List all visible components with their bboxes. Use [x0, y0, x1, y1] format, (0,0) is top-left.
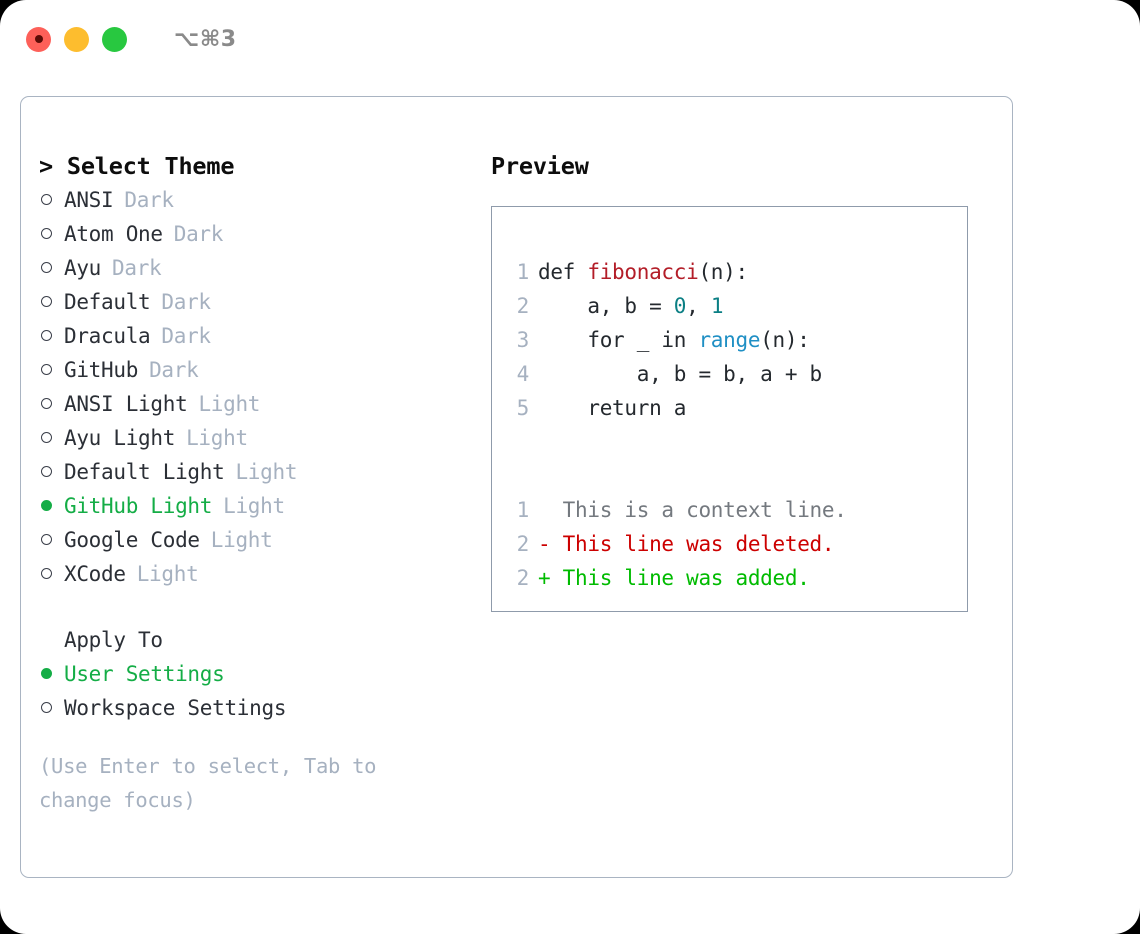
- keyboard-hint-text: (Use Enter to select, Tab to change focu…: [39, 754, 377, 812]
- preview-code-box: 1 def fibonacci(n): 2 a, b = 0, 1 3 for …: [491, 206, 968, 612]
- code-diff-separator: [492, 425, 967, 459]
- theme-item-dracula[interactable]: Dracula Dark: [39, 319, 491, 353]
- theme-variant-badge: Dark: [149, 358, 199, 382]
- theme-item-ayu-light[interactable]: Ayu Light Light: [39, 421, 491, 455]
- line-number: 3: [516, 328, 530, 352]
- page-title: > Select Theme: [39, 152, 235, 180]
- apply-to-heading: Apply To: [64, 628, 163, 652]
- diff-content: This line was added.: [550, 566, 810, 590]
- theme-label: GitHub: [64, 358, 139, 382]
- code-line: 2 a, b = 0, 1: [492, 289, 967, 323]
- apply-to-label: User Settings: [64, 662, 225, 686]
- theme-variant-badge: Dark: [161, 324, 211, 348]
- code-line: 4 a, b = b, a + b: [492, 357, 967, 391]
- diff-content: This line was deleted.: [550, 532, 835, 556]
- theme-label: Dracula: [64, 324, 151, 348]
- diff-line-added: 2 + This line was added.: [492, 561, 967, 595]
- theme-variant-badge: Dark: [161, 290, 211, 314]
- theme-variant-badge: Light: [186, 426, 248, 450]
- close-window-button[interactable]: [26, 26, 51, 52]
- theme-label: ANSI: [64, 188, 114, 212]
- line-number: 2: [516, 294, 530, 318]
- theme-list: ANSI Dark Atom One Dark Ayu Dark: [39, 183, 491, 591]
- theme-item-github-light[interactable]: GitHub Light Light: [39, 489, 491, 523]
- main-panel: > Select Theme ANSI Dark Atom One Dark: [20, 96, 1013, 878]
- code-content: a, b = b, a + b: [538, 362, 822, 386]
- theme-item-ansi-light[interactable]: ANSI Light Light: [39, 387, 491, 421]
- line-number: 1: [516, 260, 530, 284]
- traffic-light-group: [26, 26, 127, 52]
- theme-item-atom-one[interactable]: Atom One Dark: [39, 217, 491, 251]
- theme-label: ANSI Light: [64, 392, 188, 416]
- code-content: a, b = 0, 1: [538, 294, 724, 318]
- theme-item-xcode[interactable]: XCode Light: [39, 557, 491, 591]
- line-number: 4: [516, 362, 530, 386]
- diff-content: This is a context line.: [550, 498, 847, 522]
- code-line: 5 return a: [492, 391, 967, 425]
- preview-column: Preview 1 def fibonacci(n): 2 a, b = 0, …: [491, 97, 1012, 877]
- theme-item-default[interactable]: Default Dark: [39, 285, 491, 319]
- diff-marker: +: [538, 566, 551, 590]
- theme-label: Default Light: [64, 460, 225, 484]
- apply-to-item-workspace-settings[interactable]: Workspace Settings: [39, 691, 491, 725]
- theme-variant-badge: Light: [223, 494, 285, 518]
- code-content: def fibonacci(n):: [538, 260, 748, 284]
- theme-label: XCode: [64, 562, 126, 586]
- diff-line-deleted: 2 - This line was deleted.: [492, 527, 967, 561]
- theme-label: Default: [64, 290, 151, 314]
- apply-to-item-user-settings[interactable]: User Settings: [39, 657, 491, 691]
- window-title: ⌥⌘3: [174, 26, 237, 52]
- theme-variant-badge: Light: [136, 562, 199, 586]
- apply-to-list: User Settings Workspace Settings: [39, 657, 491, 725]
- code-line: 1 def fibonacci(n):: [492, 255, 967, 289]
- theme-item-google-code[interactable]: Google Code Light: [39, 523, 491, 557]
- code-diff-separator-2: [492, 459, 967, 493]
- theme-variant-badge: Light: [235, 460, 298, 484]
- diff-marker: [538, 493, 550, 527]
- maximize-window-button[interactable]: [102, 26, 127, 52]
- theme-picker-column: > Select Theme ANSI Dark Atom One Dark: [21, 97, 491, 877]
- code-line: 3 for _ in range(n):: [492, 323, 967, 357]
- minimize-window-button[interactable]: [64, 26, 89, 52]
- line-number: 2: [516, 532, 530, 556]
- theme-variant-badge: Dark: [112, 256, 162, 280]
- theme-item-ayu[interactable]: Ayu Dark: [39, 251, 491, 285]
- line-number: 2: [516, 566, 530, 590]
- theme-item-github[interactable]: GitHub Dark: [39, 353, 491, 387]
- theme-item-default-light[interactable]: Default Light Light: [39, 455, 491, 489]
- theme-label: Ayu: [64, 256, 102, 280]
- title-bar: ⌥⌘3: [0, 0, 1140, 78]
- theme-label: Google Code: [64, 528, 200, 552]
- diff-marker: -: [538, 532, 551, 556]
- code-content: for _ in range(n):: [538, 328, 810, 352]
- theme-variant-badge: Light: [210, 528, 273, 552]
- theme-variant-badge: Dark: [173, 222, 224, 246]
- diff-line-context: 1 This is a context line.: [492, 493, 967, 527]
- theme-item-ansi[interactable]: ANSI Dark: [39, 183, 491, 217]
- preview-heading: Preview: [491, 152, 589, 180]
- code-content: return a: [538, 396, 687, 420]
- theme-label: Ayu Light: [64, 426, 176, 450]
- theme-label: GitHub Light: [64, 494, 213, 518]
- theme-variant-badge: Light: [198, 392, 261, 416]
- theme-label: Atom One: [64, 222, 163, 246]
- line-number: 5: [516, 396, 530, 420]
- line-number: 1: [516, 498, 530, 522]
- theme-variant-badge: Dark: [124, 188, 174, 212]
- apply-to-label: Workspace Settings: [64, 696, 287, 720]
